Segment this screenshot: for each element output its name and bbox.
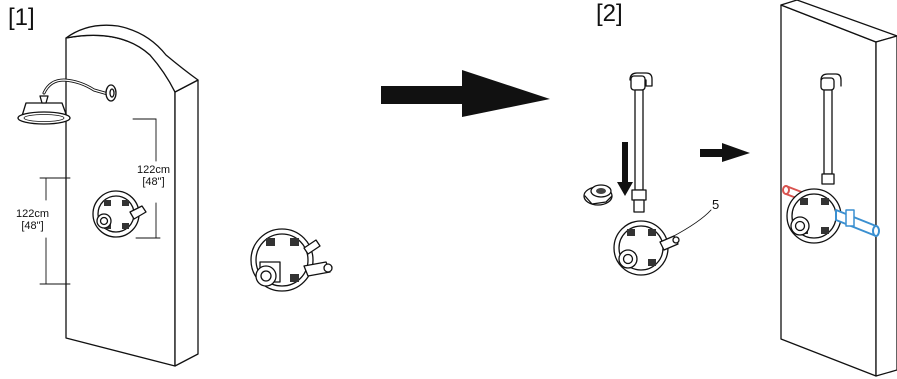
down-arrow-icon: [617, 142, 633, 196]
upper-dimension-label: 122cm [48"]: [137, 164, 170, 188]
dimension-lines: [39, 118, 161, 285]
shower-head-icon: [17, 78, 117, 125]
valve-body-icon: [613, 220, 680, 276]
part-number-callout: 5: [712, 197, 720, 212]
upper-dimension-metric: 122cm: [137, 164, 171, 176]
cap-icon: [583, 184, 613, 206]
valve-body-icon: [250, 228, 333, 292]
riser-pipe-icon: [820, 73, 842, 185]
step-one-label: [1]: [8, 4, 35, 31]
valve-body-icon: [786, 188, 842, 244]
wall-panel-icon: [65, 24, 199, 367]
callout-leader: [671, 209, 712, 238]
lower-dimension-metric: 122cm: [16, 208, 50, 220]
wall-panel-icon: [780, 0, 897, 377]
lower-dimension-imperial: [48"]: [21, 220, 44, 232]
cold-pipe-icon: [835, 209, 880, 237]
upper-dimension-imperial: [48"]: [142, 176, 165, 188]
lower-dimension-label: 122cm [48"]: [16, 208, 49, 232]
valve-body-icon: [92, 190, 147, 238]
step-two-label: [2]: [596, 0, 623, 27]
arrow-icon: [381, 70, 550, 117]
arrow-icon: [700, 143, 750, 162]
riser-pipe-icon: [629, 72, 653, 213]
